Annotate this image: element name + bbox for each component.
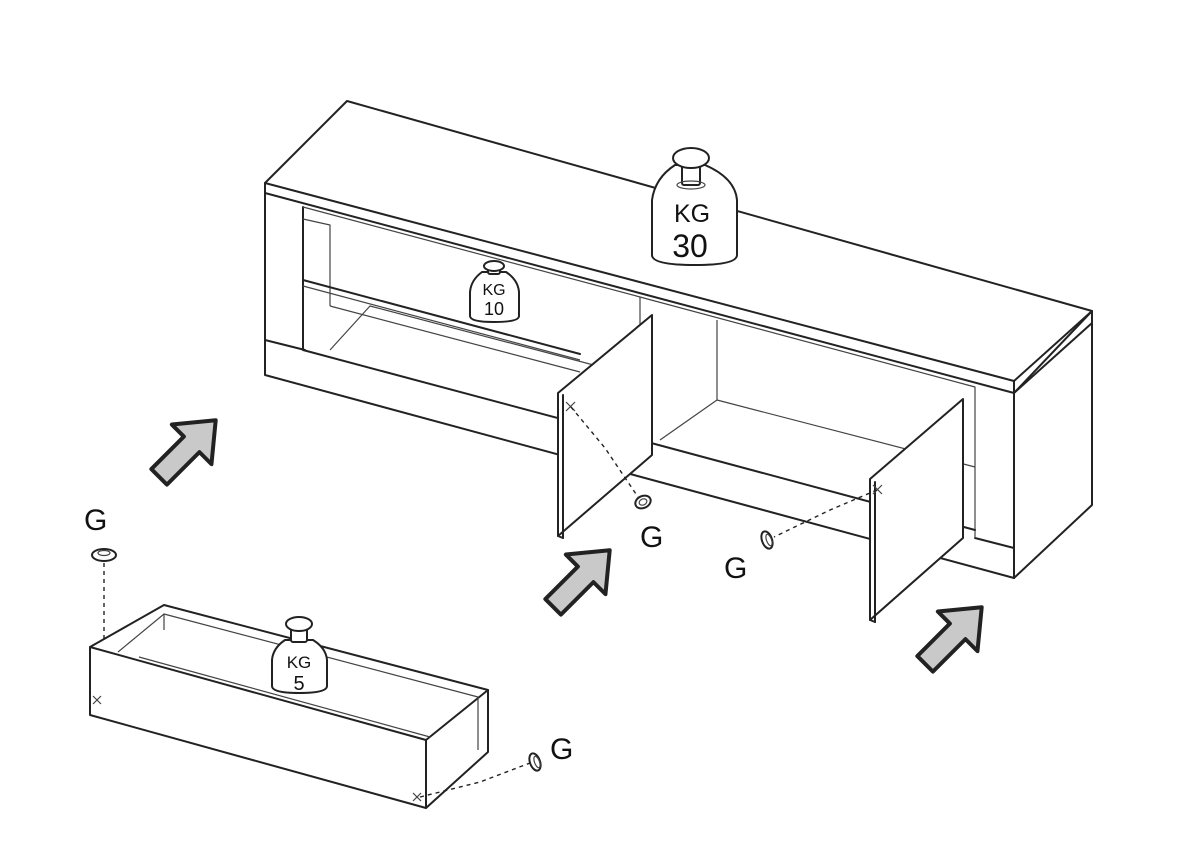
knob-g-icon <box>528 752 542 772</box>
body-outline-front <box>264 192 1015 579</box>
weight-icon-shelf: KG 10 <box>469 260 520 324</box>
weight-shelf-unit: KG <box>482 282 505 299</box>
right-door <box>773 398 964 623</box>
label-g-drawer-top: G <box>84 504 107 537</box>
knob-g-icon <box>634 494 652 510</box>
push-arrow-icon <box>543 548 612 617</box>
screw-mark-icon <box>92 695 102 705</box>
label-g-left-door: G <box>640 521 663 554</box>
weight-icon-top: KG 30 <box>651 147 738 267</box>
screw-mark-icon <box>412 792 422 802</box>
label-g-drawer-front: G <box>550 733 573 766</box>
right-side-edge <box>1013 322 1093 579</box>
weight-shelf-value: 10 <box>484 299 504 319</box>
label-g-right-door: G <box>724 552 747 585</box>
left-door <box>557 314 653 539</box>
push-arrow-icon <box>149 418 218 487</box>
weight-top-unit: KG <box>674 200 710 228</box>
push-arrow-icon <box>915 605 984 674</box>
weight-drawer-unit: KG <box>287 653 312 672</box>
weight-top-value: 30 <box>672 228 708 264</box>
weight-drawer-value: 5 <box>293 673 304 695</box>
screw-mark-icon <box>872 484 883 495</box>
knob-g-icon <box>760 530 774 550</box>
shelf-front <box>302 279 581 355</box>
drawer-front <box>89 646 427 809</box>
weight-icon-drawer: KG 5 <box>271 616 328 695</box>
knob-g-icon <box>91 548 117 562</box>
drawer <box>89 563 531 809</box>
left-compartment-edge <box>302 206 641 441</box>
